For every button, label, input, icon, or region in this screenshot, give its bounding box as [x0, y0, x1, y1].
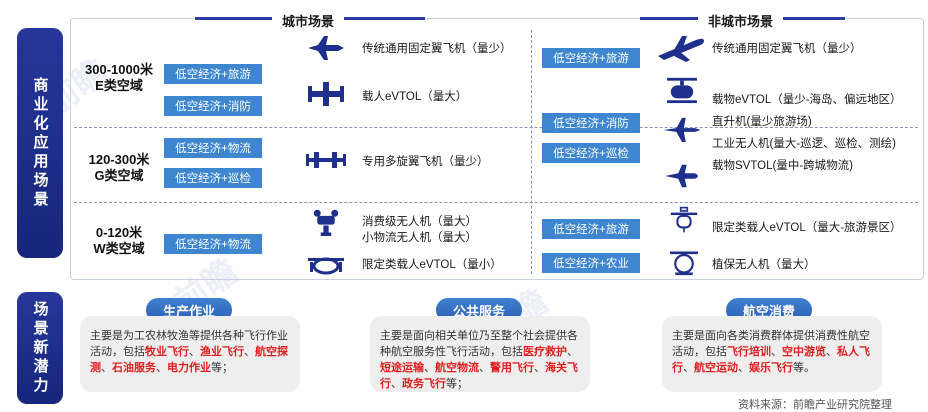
row-divider-2 [74, 202, 918, 203]
zone-g-class: G类空域 [94, 168, 144, 183]
row-divider-1 [74, 127, 918, 128]
zone-g: 120-300米 G类空域 [74, 152, 164, 184]
box-consumer: 主要是面向各类消费群体提供消费性航空活动，包括飞行培训、空中游览、私人飞行、航空… [662, 316, 882, 392]
urban-tag-tourism: 低空经济+旅游 [164, 64, 262, 84]
helicopter-plane-icon [663, 117, 701, 143]
zone-g-height: 120-300米 [88, 152, 150, 167]
consumer-highlight-5: 娱乐飞行 [749, 362, 793, 374]
consumer-highlight-4: 航空运动 [694, 362, 738, 374]
public-highlight-4: 警用飞行 [490, 362, 534, 374]
consumer-highlight-1: 飞行培训 [727, 346, 771, 358]
consumer-desc: 主要是面向各类消费群体提供消费性航空活动，包括 [672, 330, 870, 358]
zone-w: 0-120米 W类空域 [74, 225, 164, 257]
box-production: 主要是为工农林牧渔等提供各种飞行作业活动，包括牧业飞行、渔业飞行、航空探测、石油… [80, 316, 300, 392]
urban-item-small-logistics: 小物流无人机（量大） [362, 232, 477, 244]
box-public-service: 主要是面向相关单位乃至整个社会提供各种航空服务性飞行活动，包括医疗救护、短途运输… [370, 316, 590, 392]
production-highlight-4: 石油服务 [112, 362, 156, 374]
public-highlight-3: 航空物流 [435, 362, 479, 374]
nonurban-tag-inspection: 低空经济+巡检 [542, 143, 640, 163]
nonurban-item-industrial-drone: 工业无人机(量大-巡逻、巡检、测绘) [712, 138, 896, 150]
cargo-svtol-icon [665, 164, 698, 188]
nonurban-item-cargo-evtol: 载物eVTOL（量少-海岛、偏远地区） [712, 94, 902, 106]
urban-tag-inspection: 低空经济+巡检 [164, 168, 262, 188]
plant-drone-icon [670, 251, 698, 276]
nonurban-tag-tourism-w: 低空经济+旅游 [542, 219, 640, 239]
public-desc: 主要是面向相关单位乃至整个社会提供各种航空服务性飞行活动，包括 [380, 330, 578, 358]
drone-icon [313, 209, 339, 236]
urban-item-consumer-drone: 消费级无人机（量大） [362, 216, 477, 228]
zone-w-class: W类空域 [93, 241, 145, 256]
consumer-tail: 等。 [793, 362, 815, 374]
urban-item-multirotor: 专用多旋翼飞机（量少） [362, 156, 489, 168]
evtol-icon [308, 82, 344, 106]
zone-w-height: 0-120米 [95, 225, 143, 240]
public-tail: 等； [446, 378, 468, 390]
public-highlight-1: 医疗救护 [523, 346, 567, 358]
side-label-potential: 场景新潜力 [17, 292, 63, 404]
nonurban-item-cargo-svtol: 载物SVTOL(量中-跨城物流) [712, 160, 853, 172]
urban-item-evtol-manned: 载人eVTOL（量大） [362, 91, 468, 103]
production-tail: 等； [211, 362, 233, 374]
nonurban-item-plant-drone: 植保无人机（量大） [712, 259, 816, 271]
fighter-jet-icon [308, 36, 344, 60]
production-highlight-1: 牧业飞行 [145, 346, 189, 358]
urban-item-limited-evtol: 限定类载人eVTOL（量小） [362, 259, 502, 271]
scenario-frame [70, 18, 924, 280]
limited-evtol-nonurban-icon [670, 206, 698, 233]
production-highlight-5: 电力作业 [167, 362, 211, 374]
urban-item-fixed-wing: 传统通用固定翼飞机（量少） [362, 43, 512, 55]
production-highlight-3: 航空探测 [90, 346, 288, 374]
header-nonurban: 非城市场景 [698, 9, 784, 32]
urban-tag-logistics-w: 低空经济+物流 [164, 234, 262, 254]
column-divider [531, 30, 532, 274]
production-highlight-2: 渔业飞行 [200, 346, 244, 358]
zone-e-height: 300-1000米 [85, 62, 153, 77]
consumer-highlight-2: 空中游览 [782, 346, 826, 358]
cargo-evtol-icon [667, 77, 697, 104]
production-desc: 主要是为工农林牧渔等提供各种飞行作业活动，包括 [90, 330, 288, 358]
public-highlight-5: 海关飞行 [380, 362, 578, 390]
header-urban: 城市场景 [272, 9, 345, 32]
nonurban-tag-tourism: 低空经济+旅游 [542, 48, 640, 68]
nonurban-tag-firefighting: 低空经济+消防 [542, 113, 640, 133]
consumer-highlight-3: 私人飞行 [672, 346, 870, 374]
zone-e-class: E类空域 [95, 78, 143, 93]
limited-evtol-icon [308, 257, 344, 275]
urban-tag-logistics: 低空经济+物流 [164, 138, 262, 158]
nonurban-item-limited-evtol: 限定类载人eVTOL（量大-旅游景区） [712, 222, 902, 234]
airliner-icon [658, 36, 704, 62]
nonurban-item-helicopter: 直升机(量少旅游场) [712, 116, 812, 128]
source-note: 资料来源：前瞻产业研究院整理 [738, 399, 892, 411]
nonurban-tag-agriculture: 低空经济+农业 [542, 253, 640, 273]
urban-tag-firefighting: 低空经济+消防 [164, 96, 262, 116]
zone-e: 300-1000米 E类空域 [74, 62, 164, 94]
nonurban-item-fixed-wing: 传统通用固定翼飞机（量少） [712, 43, 862, 55]
multirotor-icon [306, 152, 346, 168]
public-highlight-6: 政务飞行 [402, 378, 446, 390]
side-label-commercial: 商业化应用场景 [17, 28, 63, 258]
public-highlight-2: 短途运输 [380, 362, 424, 374]
